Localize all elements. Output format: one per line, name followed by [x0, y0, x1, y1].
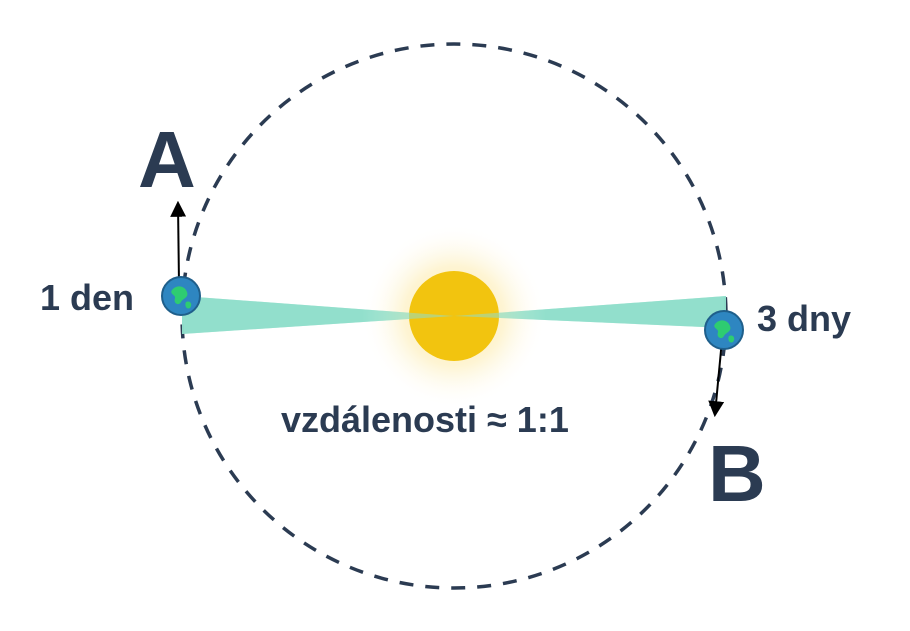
velocity-arrow-a — [170, 200, 187, 285]
swept-area-b-overlay — [454, 296, 726, 328]
time-a-label: 1 den — [40, 277, 134, 318]
distance-ratio-label: vzdálenosti ≈ 1:1 — [281, 399, 569, 440]
point-a-label: A — [138, 115, 196, 204]
earth-icon — [161, 276, 201, 316]
point-b-label: B — [708, 429, 766, 518]
time-b-label: 3 dny — [757, 298, 851, 339]
swept-area-a-overlay — [182, 296, 454, 334]
velocity-arrow-b — [708, 339, 725, 418]
earth-icon — [704, 310, 744, 350]
